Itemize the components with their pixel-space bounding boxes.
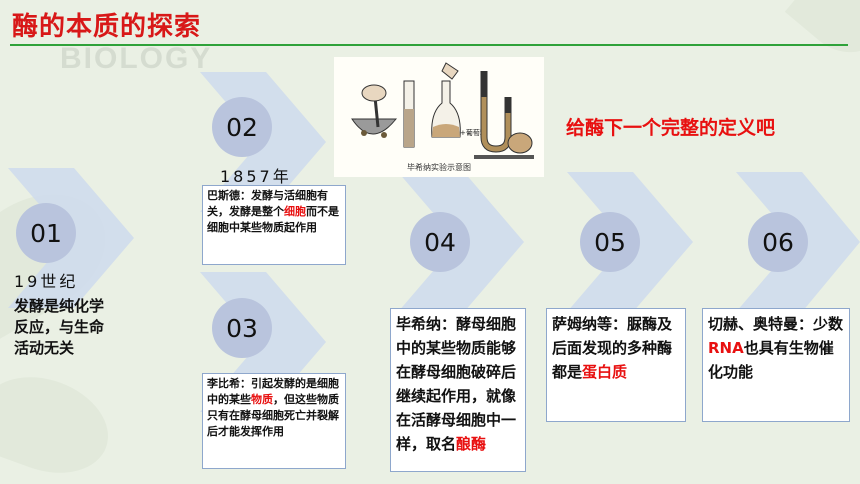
step-year-02: 1857年 — [220, 167, 292, 186]
watermark: BIOLOGY — [60, 42, 213, 75]
figure-caption: 毕希纳实验示意图 — [407, 163, 471, 172]
step-box-02: 巴斯德：发酵与活细胞有关，发酵是整个细胞而不是细胞中某些物质起作用 — [202, 185, 346, 265]
step-text-03-a: 李比希：引起发酵的是细胞中的某些 — [207, 377, 339, 406]
background-leaf — [784, 0, 860, 70]
background-leaf — [0, 360, 122, 484]
step-text-01: 发酵是纯化学反应，与生命活动无关 — [14, 296, 106, 359]
step-number-02: 02 — [212, 97, 272, 157]
step-text-04-a: 毕希纳：酵母细胞中的某些物质能够在酵母细胞破碎后继续起作用，就像在活酵母细胞中一… — [396, 315, 517, 453]
step-text-03-highlight: 物质 — [251, 393, 273, 406]
step-text-02-highlight: 细胞 — [284, 205, 306, 218]
title-divider — [10, 44, 848, 46]
step-year-01: 19世纪 — [14, 272, 79, 291]
step-text-06-c: 也具有生物催化功能 — [708, 339, 834, 381]
step-box-06: 切赫、奥特曼：少数 RNA也具有生物催化功能 — [702, 308, 850, 422]
step-box-05: 萨姆纳等：脲酶及后面发现的多种酶都是蛋白质 — [546, 308, 686, 422]
step-number-03: 03 — [212, 298, 272, 358]
step-text-03-c: ，但这些物质只有在酵母细胞死亡并裂解后才能发挥作用 — [207, 393, 339, 438]
step-text-05-highlight: 蛋白质 — [582, 363, 628, 381]
step-text-06-highlight: RNA — [708, 339, 744, 357]
step-number-04: 04 — [410, 212, 470, 272]
step-text-02-a: 巴斯德：发酵与活细胞有关，发酵是整个 — [207, 189, 328, 218]
step-number-01: 01 — [16, 203, 76, 263]
step-box-04: 毕希纳：酵母细胞中的某些物质能够在酵母细胞破碎后继续起作用，就像在活酵母细胞中一… — [390, 308, 526, 472]
step-text-05-a: 萨姆纳等：脲酶及后面发现的多种酶都是 — [552, 315, 673, 381]
step-text-04-highlight: 酿酶 — [456, 435, 487, 453]
page-title: 酶的本质的探索 — [12, 12, 202, 42]
step-text-01-a: 发酵是纯化学反应，与生命活动无关 — [14, 297, 105, 357]
step-number-06: 06 — [748, 212, 808, 272]
step-text-02-c: 而不是细胞中某些物质起作用 — [207, 205, 339, 234]
step-number-05: 05 — [580, 212, 640, 272]
glucose-label: +葡萄糖 — [460, 128, 487, 137]
buchner-experiment-figure: +葡萄糖 毕希纳实验示意图 — [334, 57, 544, 177]
question-prompt: 给酶下一个完整的定义吧 — [566, 117, 776, 139]
step-text-06-a: 切赫、奥特曼：少数 — [708, 315, 844, 333]
step-box-03: 李比希：引起发酵的是细胞中的某些物质，但这些物质只有在酵母细胞死亡并裂解后才能发… — [202, 373, 346, 469]
experiment-illustration: +葡萄糖 — [351, 62, 534, 159]
